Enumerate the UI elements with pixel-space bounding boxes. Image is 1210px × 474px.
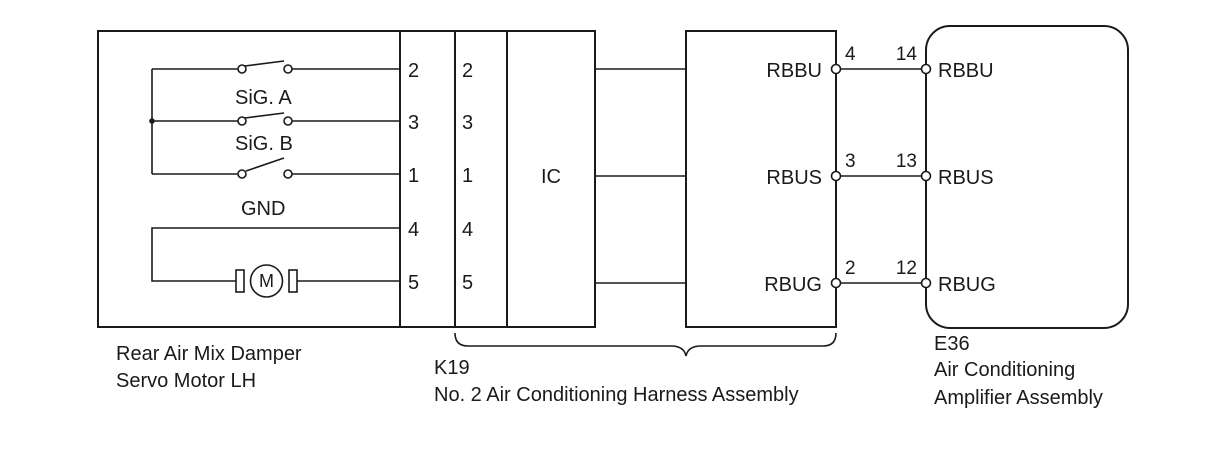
amplifier-terminal-label: RBBU bbox=[938, 60, 994, 82]
amplifier-terminal-node bbox=[920, 170, 932, 182]
motor-icon bbox=[235, 264, 298, 298]
switch-label-gnd: GND bbox=[241, 198, 285, 220]
motor-symbol-label: M bbox=[259, 271, 274, 291]
switch-gnd bbox=[152, 157, 400, 179]
switch-label-sig-b: SiG. B bbox=[235, 133, 293, 155]
harness-terminal-pin: 2 bbox=[845, 258, 856, 279]
harness-pin: 3 bbox=[462, 112, 473, 134]
harness-pin: 5 bbox=[462, 272, 473, 294]
motor-loop-wire bbox=[151, 227, 400, 282]
harness-terminal-node bbox=[830, 63, 842, 75]
harness-code: K19 bbox=[434, 357, 470, 379]
switch-sig-b bbox=[152, 112, 400, 126]
harness-terminal-pin: 3 bbox=[845, 151, 856, 172]
harness-name: No. 2 Air Conditioning Harness Assembly bbox=[434, 384, 799, 406]
motor-pin: 1 bbox=[408, 165, 419, 187]
harness-terminal-label: RBBU bbox=[766, 60, 822, 82]
amplifier-terminal-pin: 13 bbox=[896, 151, 917, 172]
switch-sig-a bbox=[152, 60, 400, 74]
amplifier-terminal-label: RBUG bbox=[938, 274, 996, 296]
amplifier-name-line2: Amplifier Assembly bbox=[934, 387, 1103, 409]
harness-pin: 1 bbox=[462, 165, 473, 187]
harness-ic-box bbox=[506, 30, 596, 328]
amplifier-terminal-node bbox=[920, 277, 932, 289]
motor-pin: 2 bbox=[408, 60, 419, 82]
harness-terminal-label: RBUG bbox=[764, 274, 822, 296]
motor-pin: 3 bbox=[408, 112, 419, 134]
motor-pin: 4 bbox=[408, 219, 419, 241]
amplifier-name-line1: Air Conditioning bbox=[934, 359, 1075, 381]
amplifier-terminal-pin: 14 bbox=[896, 44, 918, 65]
harness-terminal-label: RBUS bbox=[766, 167, 822, 189]
amplifier-terminal-label: RBUS bbox=[938, 167, 994, 189]
ic-label: IC bbox=[541, 166, 561, 188]
amplifier-terminal-pin: 12 bbox=[896, 258, 917, 279]
harness-brace bbox=[454, 332, 837, 357]
harness-pin: 2 bbox=[462, 60, 473, 82]
motor-name-line1: Rear Air Mix Damper bbox=[116, 343, 302, 365]
motor-name-line2: Servo Motor LH bbox=[116, 370, 256, 392]
harness-terminal-node bbox=[830, 277, 842, 289]
amplifier-terminal-node bbox=[920, 63, 932, 75]
motor-pin: 5 bbox=[408, 272, 419, 294]
harness-terminal-pin: 4 bbox=[845, 44, 856, 65]
harness-terminal-node bbox=[830, 170, 842, 182]
harness-pin: 4 bbox=[462, 219, 473, 241]
amplifier-code: E36 bbox=[934, 333, 970, 355]
switch-label-sig-a: SiG. A bbox=[235, 87, 292, 109]
